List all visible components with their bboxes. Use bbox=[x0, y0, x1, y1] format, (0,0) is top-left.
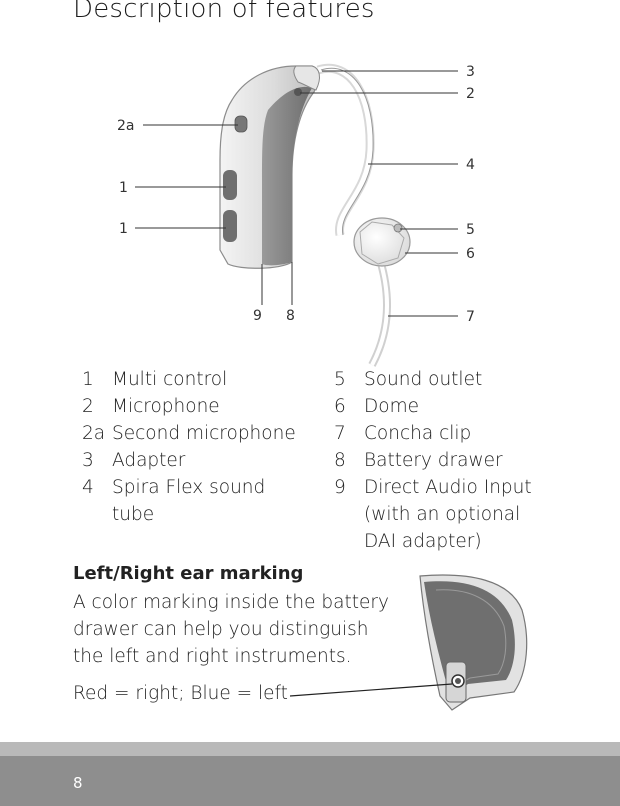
ear-marking-heading: Left/Right ear marking bbox=[73, 563, 304, 584]
legend-text: Direct Audio Input (with an optional DAI… bbox=[364, 477, 532, 552]
legend-text: Adapter bbox=[112, 450, 186, 471]
callout-2: 2 bbox=[466, 86, 475, 102]
dome bbox=[353, 217, 411, 267]
legend-item: 5 Sound outlet bbox=[334, 366, 554, 393]
legend-item: 4 Spira Flex sound tube bbox=[82, 474, 332, 528]
legend-number: 7 bbox=[334, 423, 346, 444]
legend-number: 4 bbox=[82, 477, 94, 498]
page-title: Description of features bbox=[73, 0, 375, 24]
legend-number: 1 bbox=[82, 369, 94, 390]
page-number: 8 bbox=[73, 774, 83, 792]
legend-text: Multi control bbox=[112, 369, 228, 390]
battery-drawer-closeup bbox=[419, 574, 528, 711]
footer-background bbox=[0, 756, 620, 806]
legend-number: 9 bbox=[334, 477, 346, 498]
legend-text: Concha clip bbox=[364, 423, 472, 444]
callout-9: 9 bbox=[253, 308, 262, 324]
legend-number: 2a bbox=[82, 423, 106, 444]
legend-number: 6 bbox=[334, 396, 346, 417]
legend-left: 1 Multi control 2 Microphone 2a Second micr… bbox=[82, 366, 332, 528]
callout-8: 8 bbox=[286, 308, 295, 324]
callout-1-bottom: 1 bbox=[119, 221, 128, 237]
legend-text: Dome bbox=[364, 396, 419, 417]
callout-3: 3 bbox=[466, 64, 475, 80]
callout-4: 4 bbox=[466, 157, 475, 173]
legend-number: 8 bbox=[334, 450, 346, 471]
hearing-aid-body bbox=[219, 65, 320, 269]
concha-clip bbox=[368, 258, 391, 367]
page-footer bbox=[0, 742, 620, 806]
callout-5: 5 bbox=[466, 222, 475, 238]
legend-item: 9 Direct Audio Input (with an optional DA… bbox=[334, 474, 554, 555]
callout-1-top: 1 bbox=[119, 180, 128, 196]
legend-item: 1 Multi control bbox=[82, 366, 332, 393]
legend-text: Battery drawer bbox=[364, 450, 503, 471]
legend-item: 2a Second microphone bbox=[82, 420, 332, 447]
ear-marking-note: Red = right; Blue = left bbox=[73, 683, 288, 704]
legend-item: 8 Battery drawer bbox=[334, 447, 554, 474]
legend-text: Spira Flex sound tube bbox=[112, 477, 266, 525]
legend-item: 3 Adapter bbox=[82, 447, 332, 474]
ear-marking-body: A color marking inside the battery drawe… bbox=[73, 592, 389, 667]
legend-number: 2 bbox=[82, 396, 94, 417]
hearing-aid-diagram: 3 2 2a 4 1 1 5 6 9 8 7 bbox=[117, 63, 475, 367]
legend-right: 5 Sound outlet 6 Dome 7 Concha clip 8 Batter… bbox=[334, 366, 554, 555]
legend-item: 6 Dome bbox=[334, 393, 554, 420]
callout-6: 6 bbox=[466, 246, 475, 262]
callout-7: 7 bbox=[466, 309, 475, 325]
sound-tube bbox=[316, 63, 375, 236]
legend-number: 3 bbox=[82, 450, 94, 471]
callout-2a: 2a bbox=[117, 118, 135, 134]
legend-text: Microphone bbox=[112, 396, 220, 417]
legend-item: 7 Concha clip bbox=[334, 420, 554, 447]
note-leader bbox=[289, 683, 453, 697]
footer-strip bbox=[0, 742, 620, 756]
legend-text: Sound outlet bbox=[364, 369, 483, 390]
legend-number: 5 bbox=[334, 369, 346, 390]
legend-text: Second microphone bbox=[112, 423, 296, 444]
legend-item: 2 Microphone bbox=[82, 393, 332, 420]
battery-drawer-diagram bbox=[289, 574, 528, 711]
callout-leaders bbox=[135, 70, 458, 317]
